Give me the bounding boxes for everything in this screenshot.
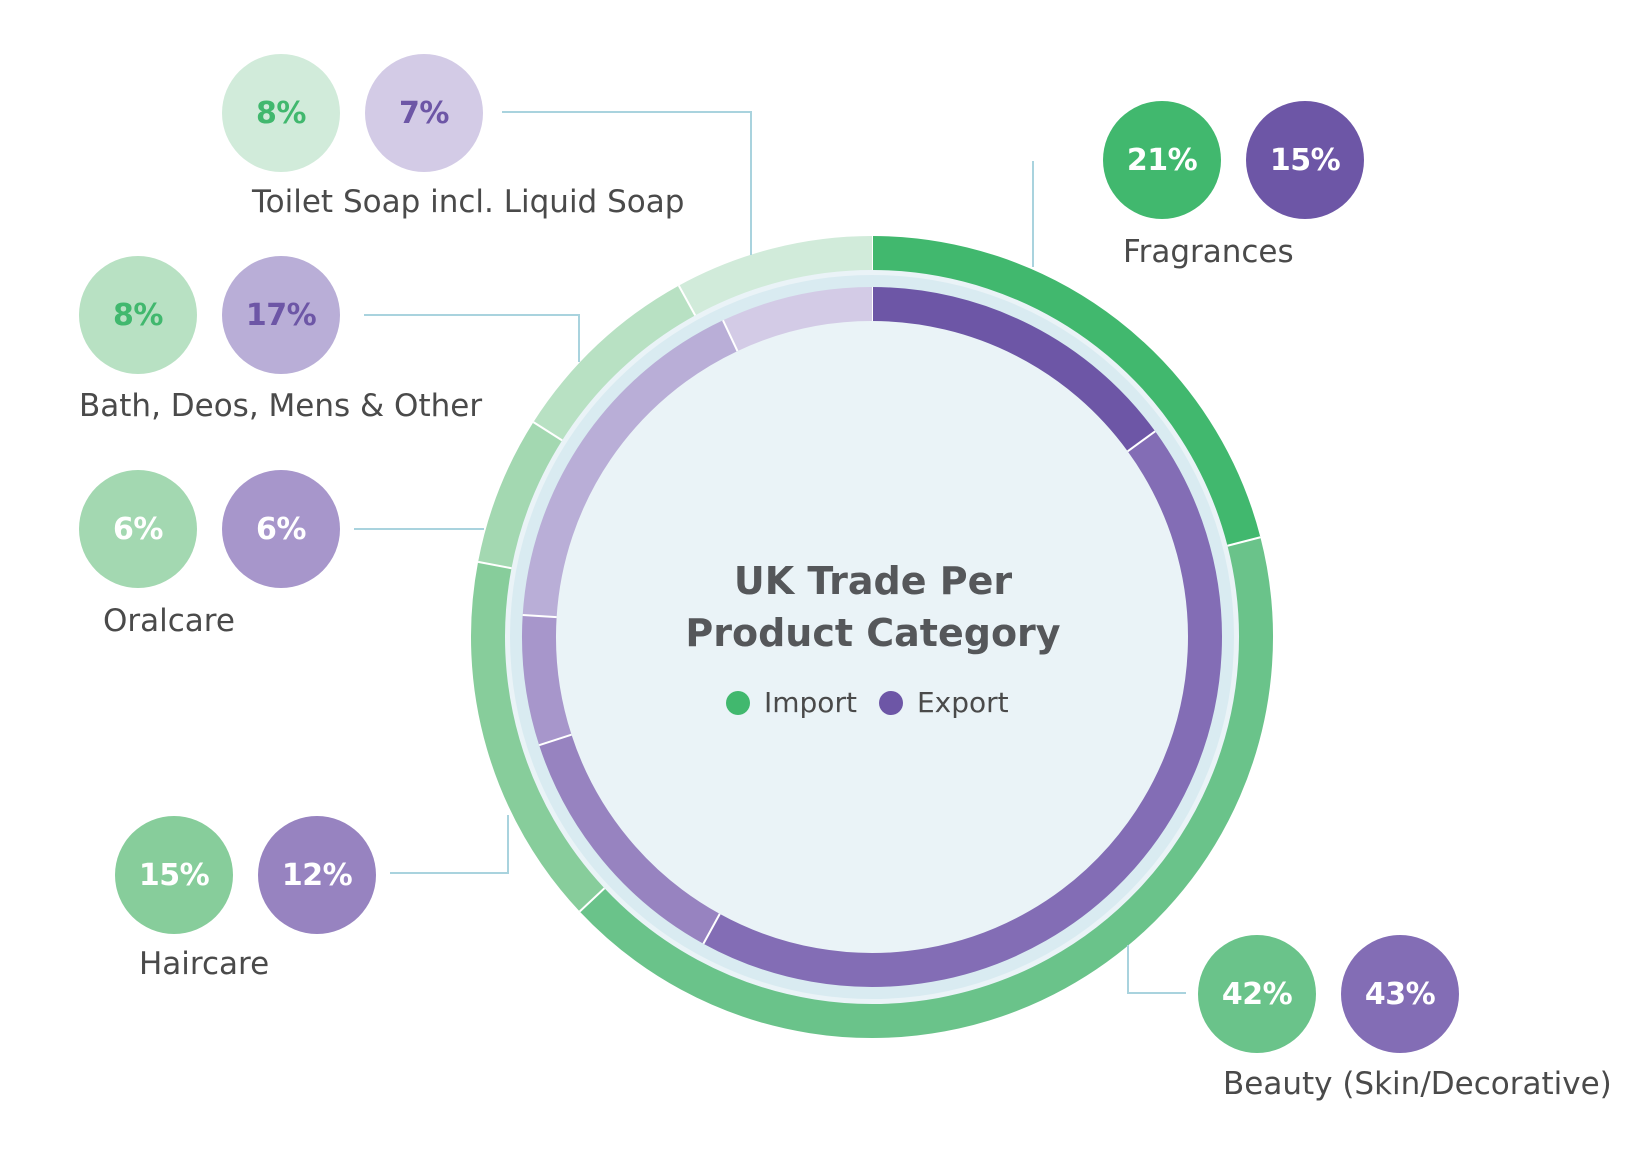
import-segment-0 xyxy=(871,236,1261,546)
export-value-toilet-soap-incl-liquid-soap: 7% xyxy=(365,54,483,172)
category-label-haircare: Haircare xyxy=(139,946,270,982)
import-separator-5 xyxy=(677,285,697,316)
category-label-beauty-skin-decorative: Beauty (Skin/Decorative) xyxy=(1223,1066,1612,1102)
category-label-bath-deos-mens-other: Bath, Deos, Mens & Other xyxy=(79,388,483,424)
legend-item-import: Import xyxy=(726,686,857,719)
import-segment-2 xyxy=(471,561,605,912)
export-segment-0 xyxy=(871,287,1156,452)
import-value-toilet-soap-incl-liquid-soap: 8% xyxy=(222,54,340,172)
export-segment-2 xyxy=(539,734,720,944)
export-value-fragrances: 15% xyxy=(1246,101,1364,219)
category-label-fragrances: Fragrances xyxy=(1123,234,1294,270)
export-segment-5 xyxy=(722,287,873,352)
legend-item-export: Export xyxy=(878,686,1009,719)
ring-gap xyxy=(510,275,1234,999)
export-separator-5 xyxy=(722,319,739,352)
export-segment-1 xyxy=(703,431,1222,987)
import-separator-1 xyxy=(1227,536,1261,547)
import-value-haircare: 15% xyxy=(115,816,233,934)
export-value-oralcare: 6% xyxy=(222,470,340,588)
import-segment-1 xyxy=(579,537,1274,1038)
export-value-bath-deos-mens-other: 17% xyxy=(222,256,340,374)
connector-beauty-skin-decorative xyxy=(1127,945,1186,994)
import-segment-5 xyxy=(678,236,873,316)
export-value-beauty-skin-decorative: 43% xyxy=(1341,935,1459,1053)
connector-toilet-soap-incl-liquid-soap xyxy=(502,111,752,255)
category-label-oralcare: Oralcare xyxy=(103,603,235,639)
export-value-haircare: 12% xyxy=(258,816,376,934)
import-segment-4 xyxy=(533,285,696,441)
connector-haircare xyxy=(390,815,509,874)
legend-export-swatch xyxy=(878,690,903,715)
export-separator-2 xyxy=(702,913,721,945)
import-separator-2 xyxy=(578,887,606,913)
export-separator-1 xyxy=(1127,430,1156,453)
legend-import-swatch xyxy=(726,690,750,715)
import-separator-4 xyxy=(532,421,563,442)
chart-center-background xyxy=(504,269,1240,1005)
legend-import-label: Import xyxy=(764,686,857,719)
legend-export-label: Export xyxy=(916,686,1009,719)
import-value-bath-deos-mens-other: 8% xyxy=(79,256,197,374)
export-separator-4 xyxy=(522,614,557,619)
import-segment-3 xyxy=(478,422,563,569)
export-separator-3 xyxy=(538,733,572,747)
export-segment-3 xyxy=(522,615,572,746)
export-segment-4 xyxy=(522,320,738,618)
import-value-beauty-skin-decorative: 42% xyxy=(1198,935,1316,1053)
category-label-toilet-soap-incl-liquid-soap: Toilet Soap incl. Liquid Soap xyxy=(252,184,685,220)
import-separator-3 xyxy=(477,560,512,570)
import-value-oralcare: 6% xyxy=(79,470,197,588)
legend: Import Export xyxy=(726,686,1031,719)
connector-bath-deos-mens-other xyxy=(364,314,580,362)
import-value-fragrances: 21% xyxy=(1103,101,1221,219)
